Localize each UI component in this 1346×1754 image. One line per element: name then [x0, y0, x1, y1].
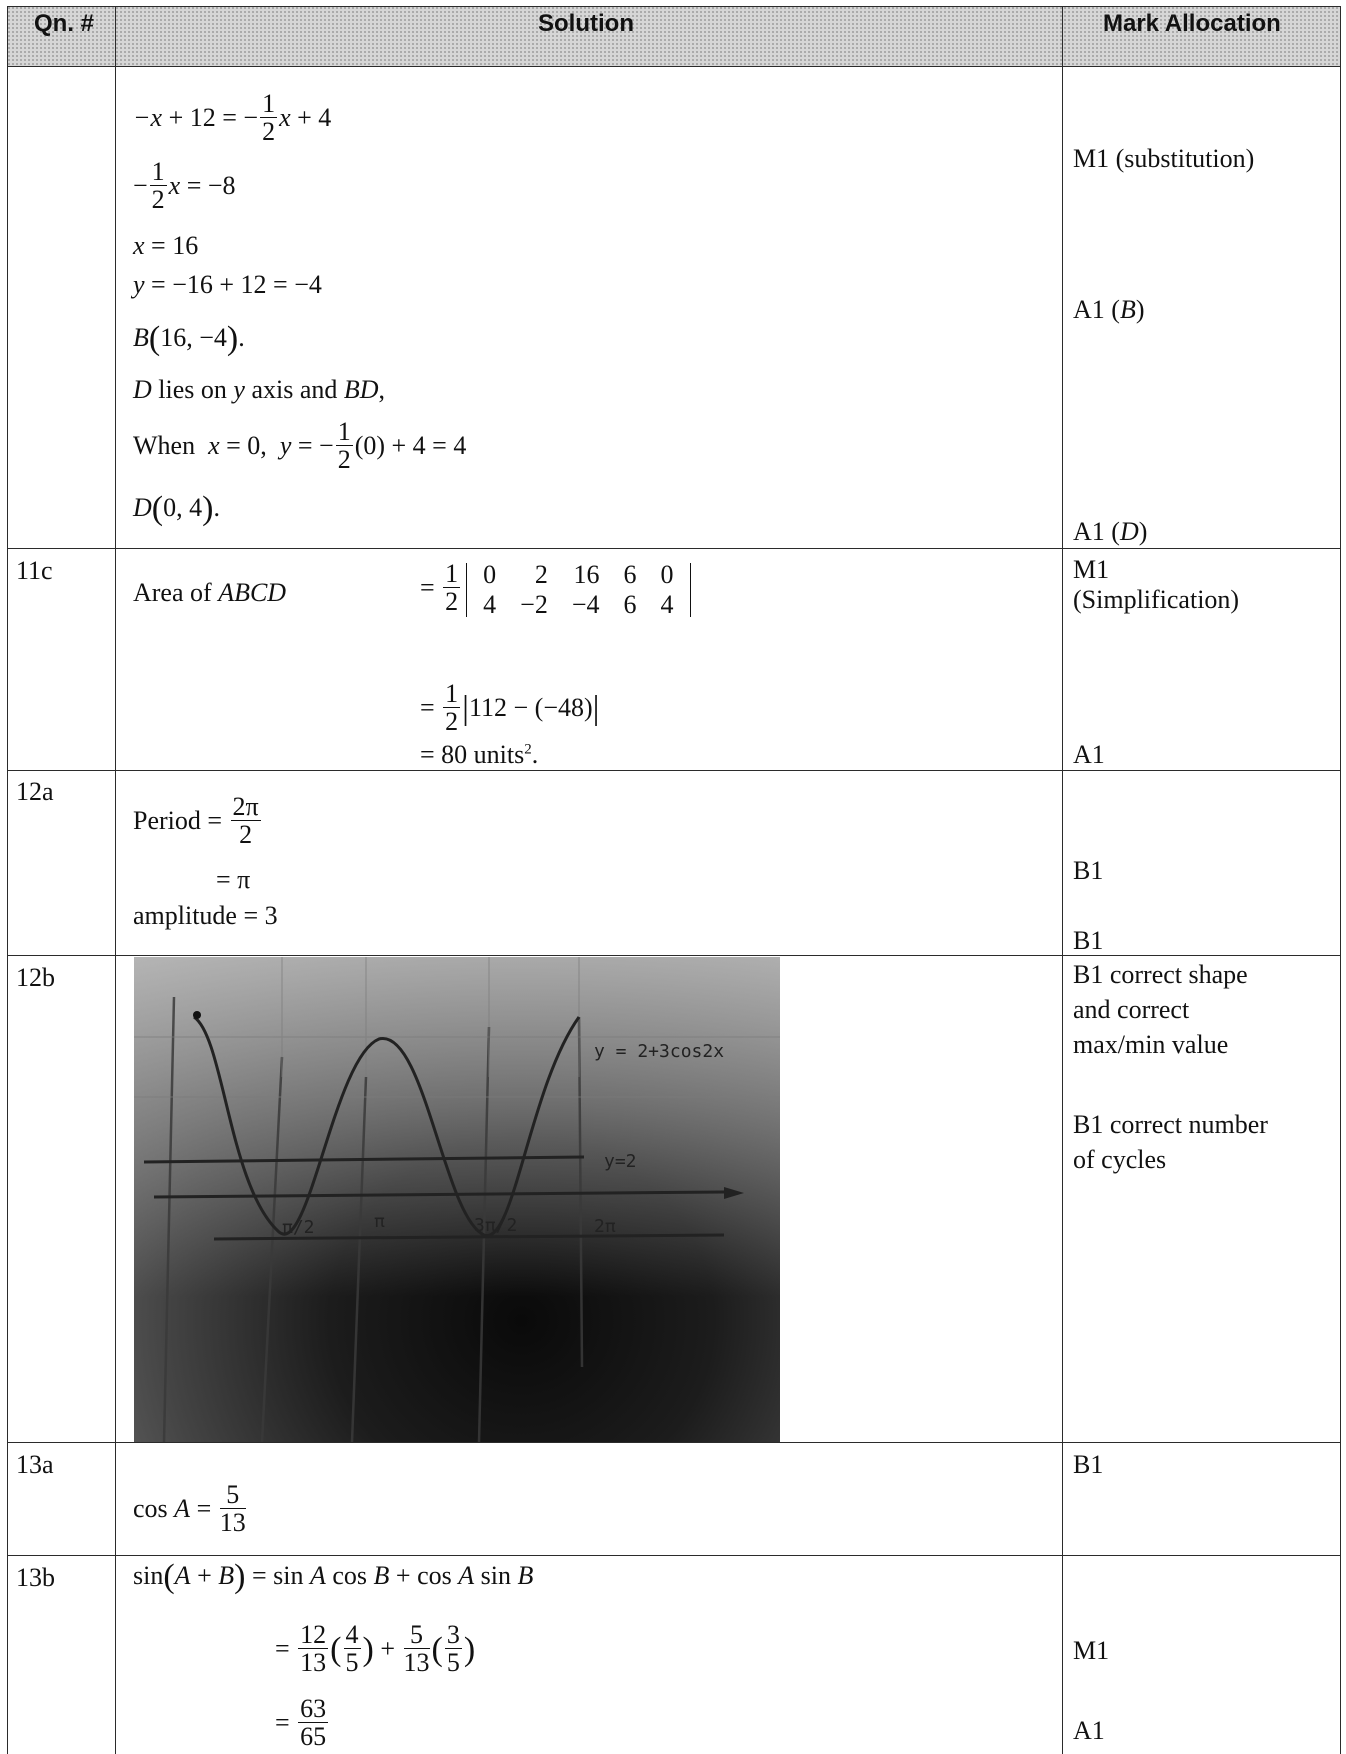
- header-marks: Mark Allocation: [1103, 10, 1281, 37]
- eq-line-8: D(0, 4).: [133, 490, 220, 527]
- eq-line-6: D lies on y axis and BD,: [133, 375, 386, 404]
- mark-b1: B1: [1073, 856, 1104, 885]
- mark-simplification: (Simplification): [1073, 585, 1240, 614]
- svg-text:π/2: π/2: [282, 1217, 315, 1238]
- area-result: = 80 units2.: [420, 740, 539, 769]
- question-number: 13a: [16, 1450, 54, 1479]
- grid-line: [7, 6, 1341, 7]
- grid-line: [1062, 6, 1063, 1754]
- mark-b1: B1: [1073, 1450, 1104, 1479]
- eq-line-5: B(16, −4).: [133, 320, 245, 357]
- mark-of-cycles: of cycles: [1073, 1145, 1167, 1174]
- sin-sum-identity: sin(A + B) = sin A cos B + cos A sin B: [133, 1558, 534, 1595]
- mark-correct: and correct: [1073, 995, 1190, 1024]
- grid-line: [7, 6, 8, 1754]
- header-qn: Qn. #: [34, 10, 95, 37]
- grid-line: [115, 6, 116, 1754]
- area-label: Area of ABCD: [133, 578, 287, 607]
- mark-a1-d: A1 (D): [1073, 517, 1148, 546]
- table-header: [7, 6, 1341, 66]
- mark-m1-substitution: M1 (substitution): [1073, 144, 1255, 173]
- graph-photo: y = 2+3cos2x y=2 π/2 π 3π/2 2π: [134, 957, 780, 1442]
- mark-b1-cycles: B1 correct number: [1073, 1110, 1268, 1139]
- svg-text:3π/2: 3π/2: [474, 1215, 517, 1236]
- amplitude-line: amplitude = 3: [133, 901, 278, 930]
- mark-m1: M1: [1073, 555, 1110, 584]
- grid-line: [7, 1442, 1341, 1443]
- mark-a1-b: A1 (B): [1073, 295, 1145, 324]
- grid-line: [7, 770, 1341, 771]
- cosine-graph-sketch: y = 2+3cos2x y=2 π/2 π 3π/2 2π: [134, 957, 780, 1442]
- mark-m1: M1: [1073, 1636, 1110, 1665]
- question-number: 12a: [16, 777, 54, 806]
- question-number: 12b: [16, 963, 55, 992]
- svg-text:y = 2+3cos2x: y = 2+3cos2x: [594, 1041, 724, 1062]
- mark-a1: A1: [1073, 1716, 1105, 1745]
- mark-a1: A1: [1073, 740, 1105, 769]
- question-number: 11c: [16, 556, 53, 585]
- grid-line: [7, 955, 1341, 956]
- mark-b1: B1: [1073, 926, 1104, 955]
- grid-line: [7, 66, 1341, 67]
- grid-line: [1340, 6, 1341, 1754]
- eq-line-4: y = −16 + 12 = −4: [133, 270, 322, 299]
- mark-b1-shape: B1 correct shape: [1073, 960, 1248, 989]
- grid-line: [7, 1555, 1341, 1556]
- svg-text:π: π: [374, 1211, 385, 1232]
- mark-maxmin: max/min value: [1073, 1030, 1229, 1059]
- header-solution: Solution: [538, 10, 634, 37]
- eq-line-3: x = 16: [133, 231, 199, 260]
- svg-text:y=2: y=2: [604, 1151, 637, 1172]
- svg-text:2π: 2π: [594, 1216, 616, 1237]
- period-result: = π: [216, 865, 251, 894]
- grid-line: [7, 548, 1341, 549]
- question-number: 13b: [16, 1563, 55, 1592]
